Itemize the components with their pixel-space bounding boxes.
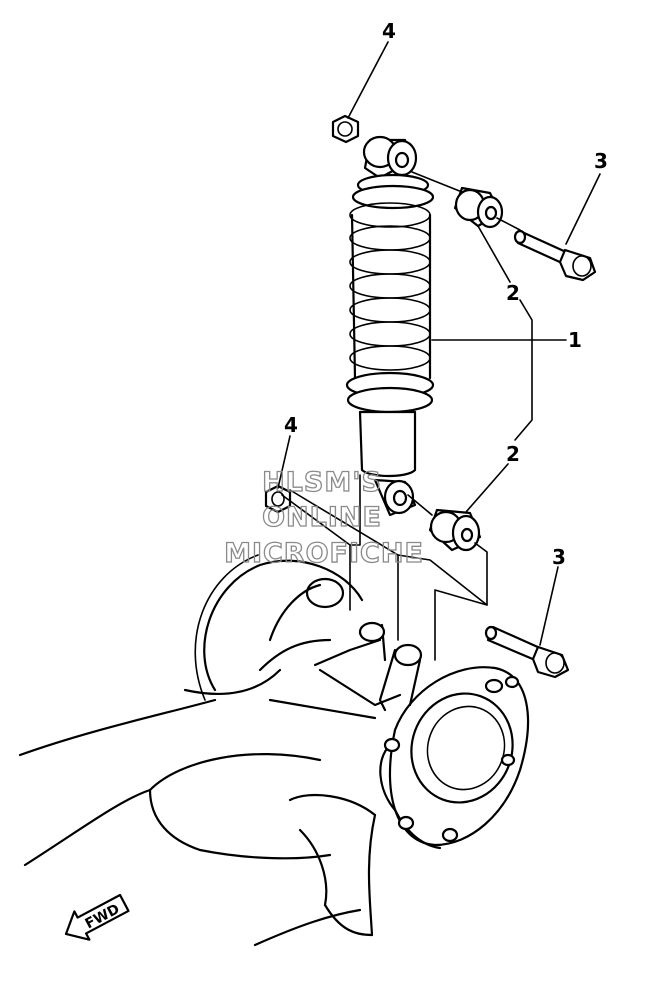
- bolt-lower: [484, 625, 570, 679]
- watermark-line-1: HLSM'S: [262, 467, 382, 498]
- watermark: HLSM'S ONLINE MICROFICHE: [223, 466, 424, 569]
- bolt-upper: [513, 229, 597, 282]
- callout-3-upper-bolt: 3: [594, 149, 608, 173]
- bushing-upper: [453, 186, 504, 229]
- callout-2-upper-bushing: 2: [506, 281, 520, 305]
- callout-2-lower-bushing: 2: [506, 442, 520, 466]
- coil-spring: [349, 202, 432, 380]
- wheel-hub: [379, 666, 530, 850]
- watermark-line-2: ONLINE: [262, 502, 382, 533]
- assembly-lines: [281, 171, 521, 661]
- callout-4-upper-nut: 4: [382, 19, 396, 43]
- shock-absorber: [345, 135, 435, 517]
- watermark-line-3: MICROFICHE: [224, 538, 424, 569]
- bushing-lower: [428, 508, 482, 552]
- callout-1-shock-absorber: 1: [568, 328, 582, 352]
- callout-4-lower-nut: 4: [284, 413, 298, 437]
- callout-3-lower-bolt: 3: [552, 545, 566, 569]
- nut-upper: [331, 114, 360, 144]
- axle-housing: [18, 554, 423, 947]
- leader-lines: [277, 41, 601, 646]
- fwd-arrow: FWD: [64, 893, 130, 941]
